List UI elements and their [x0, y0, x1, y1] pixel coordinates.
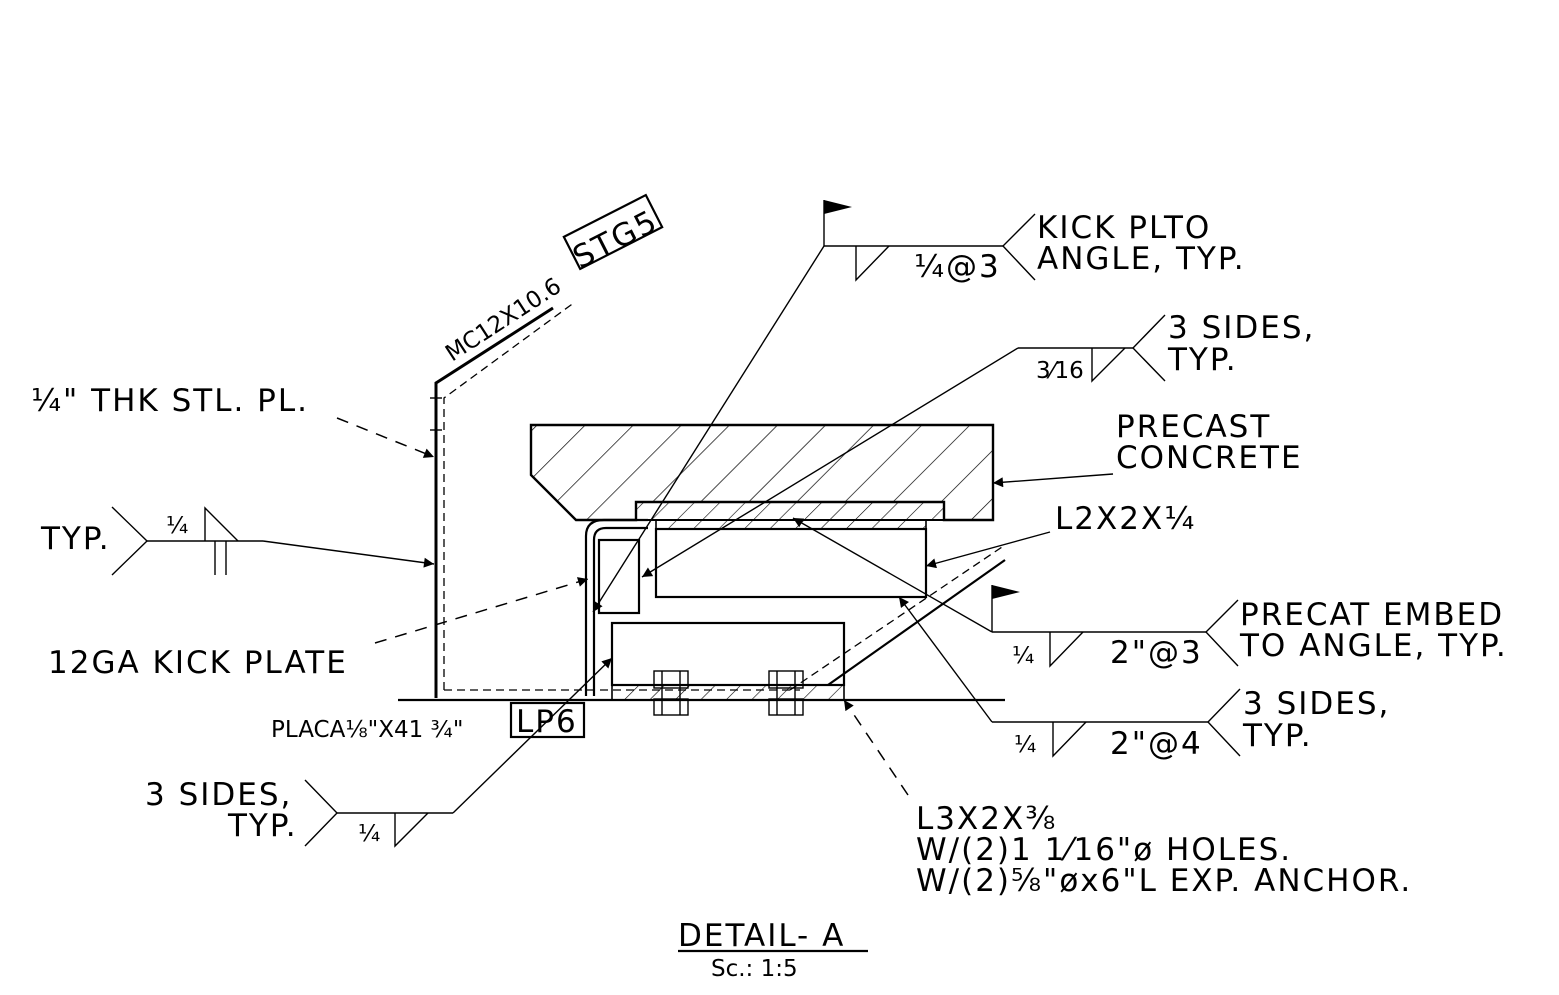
weld-typ-left-size: ¼: [166, 513, 188, 539]
base-plate-label: PLACA⅛"X41 ¾": [271, 717, 463, 743]
kick-plate-label: 12GA KICK PLATE: [48, 645, 348, 681]
weld-bottom-line2: TYP.: [227, 808, 298, 844]
sloped-guard-hidden: [789, 544, 1006, 691]
kick-weld-tail: [1002, 213, 1036, 281]
kick-weld-fillet: [855, 245, 890, 282]
kick-weld-flag: [824, 200, 852, 214]
small-angle-leader: [925, 531, 1051, 569]
channel-tag-box: [562, 193, 664, 271]
sloped-guard: [827, 559, 1006, 686]
weld-bottom-arrow: [452, 657, 613, 814]
small-angle: [654, 527, 928, 599]
embed-pitch: 2"@3: [1110, 635, 1203, 671]
large-angle-foot: [611, 684, 845, 701]
embed-line1: PRECAT EMBED: [1240, 597, 1504, 633]
sides-top-line2: TYP.: [1167, 342, 1238, 378]
weld-typ-left-arrow: [262, 540, 435, 568]
sides-top-size: 3⁄16: [1036, 358, 1084, 384]
kick-plate-strip: [584, 518, 648, 696]
precast-leader: [992, 473, 1114, 488]
plate-label: ¼" THK STL. PL.: [31, 383, 309, 419]
sides-mid-pitch: 2"@4: [1110, 726, 1203, 762]
kick-weld-line2: ANGLE, TYP.: [1037, 241, 1246, 277]
embed-weld-fillet: [1049, 631, 1084, 668]
embed-weld-flag: [992, 585, 1020, 599]
kick-weld-line1: KICK PLTO: [1037, 210, 1211, 246]
base-plate-tag: LP6: [516, 704, 578, 740]
base-plate-tag-box: [509, 701, 586, 739]
large-angle-leader: [843, 699, 909, 796]
weld-bottom-fillet: [394, 812, 429, 848]
embed-size: ¼: [1012, 643, 1034, 669]
weld-bottom-tail: [304, 779, 338, 847]
kick-weld-size: ¼@3: [914, 249, 1001, 285]
large-angle-line3: W/(2)⅝"øx6"L EXP. ANCHOR.: [916, 863, 1412, 899]
precast-line1: PRECAST: [1116, 409, 1271, 445]
sides-mid-line2: TYP.: [1242, 718, 1313, 754]
detail-title: DETAIL- A: [678, 918, 845, 954]
kick-plate-leader: [374, 577, 589, 644]
embed-line2: TO ANGLE, TYP.: [1239, 628, 1508, 664]
embed-plate: [635, 501, 945, 521]
channel-label: MC12X10.6: [441, 273, 566, 367]
embed-weld-tail: [1205, 599, 1239, 667]
weld-bottom-size: ¼: [358, 821, 380, 847]
weld-typ-left-tail: [111, 506, 149, 576]
sides-mid-arrow: [898, 596, 993, 723]
large-angle: [610, 621, 846, 687]
anchor-bolt-right: [768, 670, 804, 716]
plate-leader: [336, 417, 435, 458]
channel-hidden-line: [443, 301, 576, 690]
sides-top-fillet: [1091, 347, 1126, 383]
embed-plate-lower: [655, 519, 927, 530]
sides-mid-size: ¼: [1014, 732, 1036, 758]
sides-top-arrow: [641, 347, 1019, 578]
sides-mid-fillet: [1052, 721, 1087, 758]
kick-plate-strip-inner: [592, 526, 648, 696]
precast-line2: CONCRETE: [1116, 440, 1303, 476]
embed-weld-arrow: [792, 517, 993, 633]
kick-plate-block: [597, 538, 641, 615]
large-angle-line1: L3X2X⅜: [916, 801, 1057, 837]
channel-tag: STG5: [567, 203, 664, 276]
kick-weld-arrow: [592, 245, 825, 613]
sides-mid-tail: [1207, 688, 1241, 757]
sides-top-tail: [1132, 314, 1166, 382]
weld-typ-left-fillet: [204, 506, 239, 542]
steel-plate-outline: [434, 306, 554, 698]
weld-bottom-line1: 3 SIDES,: [145, 777, 292, 813]
sides-top-line1: 3 SIDES,: [1168, 310, 1315, 346]
weld-typ-left-label: TYP.: [40, 521, 111, 557]
small-angle-label: L2X2X¼: [1055, 501, 1196, 537]
anchor-bolt-left: [653, 670, 689, 716]
detail-scale: Sc.: 1:5: [711, 956, 798, 982]
large-angle-line2: W/(2)1 1⁄16"ø HOLES.: [916, 832, 1292, 868]
sides-mid-line1: 3 SIDES,: [1243, 686, 1390, 722]
